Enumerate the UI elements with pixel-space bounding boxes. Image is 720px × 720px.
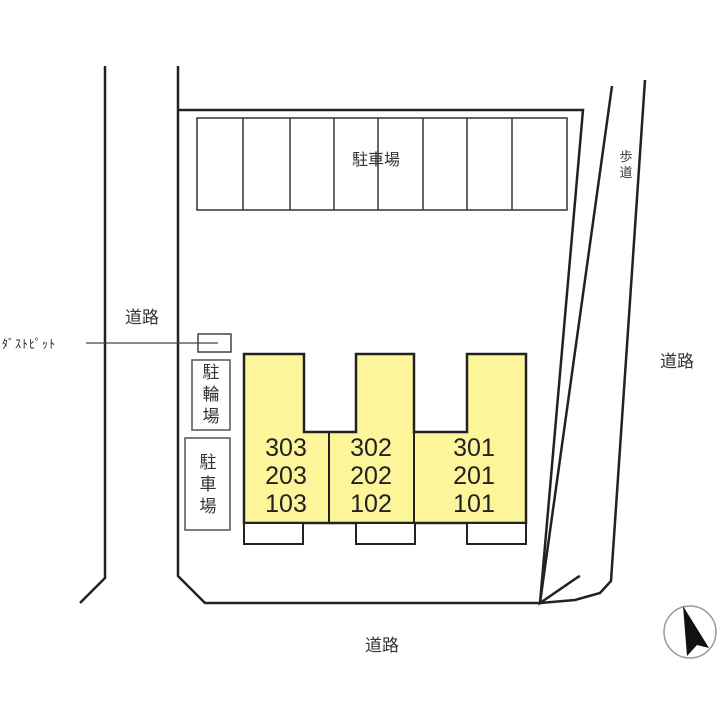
north-arrow-icon: [663, 605, 717, 659]
road-right-label: 道路: [660, 352, 694, 372]
left-road-outer-line: [79, 66, 107, 604]
unit-stack-02: 302 202 102: [350, 434, 392, 518]
side-parking-label: 駐 車 場: [199, 453, 217, 517]
balcony-102: [355, 522, 416, 545]
dust-pit-label: ﾀﾞｽﾄﾋﾟｯﾄ: [2, 337, 57, 351]
road-bottom-label: 道路: [365, 636, 399, 656]
sidewalk-outer-line: [539, 79, 647, 605]
lot-boundary: [176, 66, 585, 605]
balcony-101: [466, 522, 527, 545]
balcony-103: [243, 522, 304, 545]
parking-lot-main: [196, 117, 568, 211]
unit-stack-03: 303 203 103: [265, 434, 307, 518]
sidewalk-inner-line: [538, 85, 614, 606]
side-parking-box: [184, 437, 231, 531]
unit-stack-01: 301 201 101: [453, 434, 495, 518]
parking-main-label: 駐車場: [352, 150, 401, 169]
bicycle-parking-box: [191, 359, 231, 431]
bicycle-parking-label: 駐 輪 場: [202, 363, 220, 427]
road-left-label: 道路: [125, 308, 159, 328]
sidewalk-label: 歩 道: [619, 150, 633, 181]
